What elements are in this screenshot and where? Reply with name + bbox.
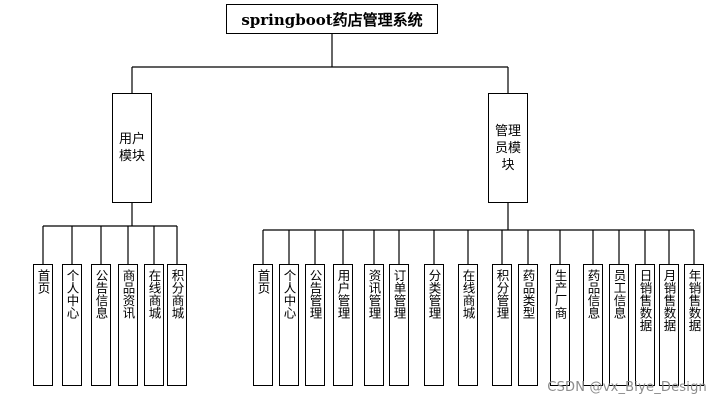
- user-leaf-5: 积分商城: [167, 264, 187, 386]
- admin-leaf-15: 年销售数据: [684, 264, 704, 386]
- admin-module-node: 管理员模块: [488, 93, 528, 203]
- admin-leaf-5: 订单管理: [389, 264, 409, 386]
- admin-leaf-4: 资讯管理: [364, 264, 384, 386]
- admin-leaf-3: 用户管理: [333, 264, 353, 386]
- admin-leaf-6: 分类管理: [424, 264, 444, 386]
- admin-leaf-7: 在线商城: [458, 264, 478, 386]
- user-leaf-2: 公告信息: [91, 264, 111, 386]
- root-node: springboot药店管理系统: [226, 4, 438, 34]
- admin-leaf-2: 公告管理: [305, 264, 325, 386]
- user-leaf-4: 在线商城: [144, 264, 164, 386]
- user-leaf-1: 个人中心: [62, 264, 82, 386]
- admin-leaf-11: 药品信息: [583, 264, 603, 386]
- user-leaf-0: 首页: [33, 264, 53, 386]
- admin-leaf-13: 日销售数据: [635, 264, 655, 386]
- user-module-node: 用户模块: [112, 93, 152, 203]
- admin-leaf-1: 个人中心: [279, 264, 299, 386]
- watermark-text: CSDN @vx_Biye_Design: [547, 380, 707, 395]
- admin-leaf-12: 员工信息: [609, 264, 629, 386]
- admin-leaf-10: 生产厂商: [550, 264, 570, 386]
- admin-leaf-9: 药品类型: [518, 264, 538, 386]
- admin-leaf-14: 月销售数据: [659, 264, 679, 386]
- user-leaf-3: 商品资讯: [118, 264, 138, 386]
- admin-leaf-8: 积分管理: [492, 264, 512, 386]
- admin-leaf-0: 首页: [253, 264, 273, 386]
